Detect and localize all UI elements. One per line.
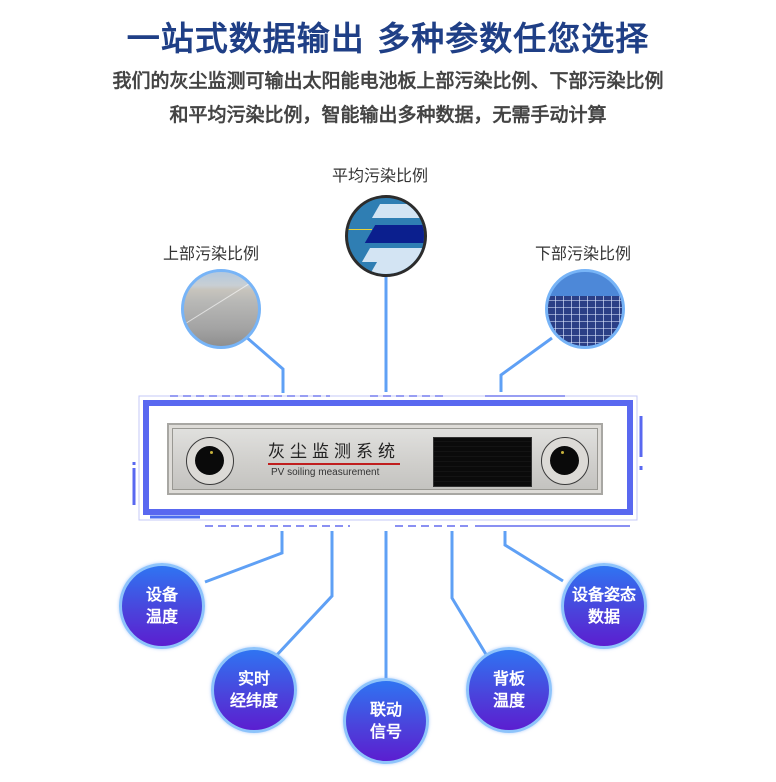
bubble-text-line1: 背板 bbox=[492, 669, 525, 688]
subtitle-line-1: 我们的灰尘监测可输出太阳能电池板上部污染比例、下部污染比例 bbox=[112, 70, 664, 92]
bubble-text-line2: 温度 bbox=[145, 607, 178, 626]
page-title: 一站式数据输出 多种参数任您选择 bbox=[126, 19, 650, 58]
bubble-device-temperature: 设备 温度 bbox=[119, 563, 205, 649]
right-sensor-lens-icon bbox=[541, 437, 589, 485]
label-bottom-soiling: 下部污染比例 bbox=[535, 244, 632, 263]
left-sensor-lens-icon bbox=[186, 437, 234, 485]
device-name-cn: 灰尘监测系统 bbox=[268, 442, 400, 465]
bubble-text-line2: 信号 bbox=[369, 722, 402, 741]
device-display-screen bbox=[433, 437, 532, 487]
bubble-text-line2: 数据 bbox=[587, 607, 620, 626]
solar-panel-layers-photo bbox=[345, 195, 427, 277]
dust-monitor-device: 灰尘监测系统 PV soiling measurement bbox=[167, 423, 603, 495]
label-top-soiling: 上部污染比例 bbox=[163, 244, 260, 263]
bubble-linkage-signal: 联动 信号 bbox=[343, 678, 429, 764]
label-average-soiling: 平均污染比例 bbox=[332, 166, 429, 185]
dusty-solar-panel-photo bbox=[181, 269, 261, 349]
bubble-text-line1: 联动 bbox=[369, 700, 402, 719]
device-name-en: PV soiling measurement bbox=[271, 467, 380, 478]
solar-panel-grid-photo bbox=[545, 269, 625, 349]
bubble-text-line1: 设备 bbox=[145, 585, 178, 604]
bubble-device-attitude: 设备姿态 数据 bbox=[561, 563, 647, 649]
bubble-text-line2: 经纬度 bbox=[229, 691, 278, 710]
bubble-realtime-coordinates: 实时 经纬度 bbox=[211, 647, 297, 733]
bubble-backplate-temperature: 背板 温度 bbox=[466, 647, 552, 733]
subtitle-line-2: 和平均污染比例，智能输出多种数据，无需手动计算 bbox=[169, 104, 607, 126]
bubble-text-line1: 设备姿态 bbox=[571, 585, 636, 604]
bubble-text-line2: 温度 bbox=[492, 691, 525, 710]
bubble-text-line1: 实时 bbox=[237, 669, 270, 688]
